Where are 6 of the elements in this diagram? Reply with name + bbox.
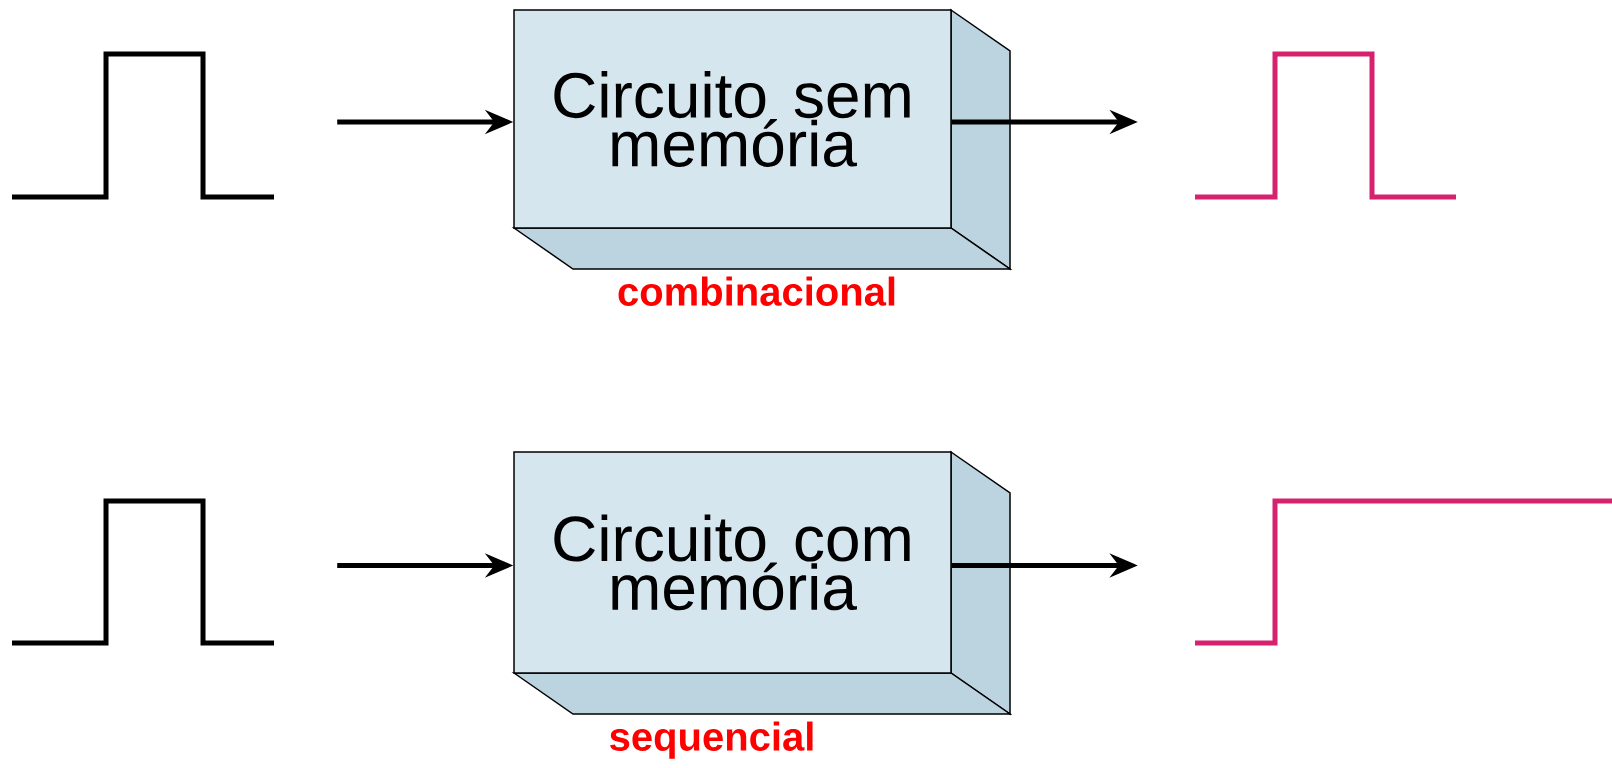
waveform-drawing (12, 51, 274, 200)
caption-text: sequencial (610, 721, 813, 759)
waveform-drawing (12, 498, 274, 646)
waveform-drawing (1195, 498, 1612, 646)
caption-text: combinacional (618, 276, 895, 306)
waveform-drawing (1195, 51, 1456, 200)
